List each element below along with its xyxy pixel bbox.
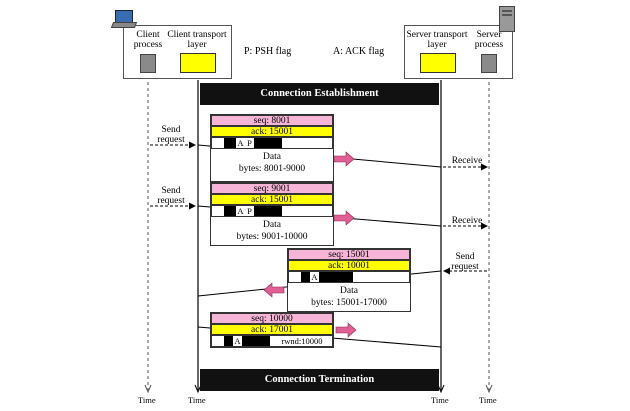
segment-2: seq: 9001 ack: 15001 A P Data bytes: 900… bbox=[210, 182, 334, 246]
receive-label-2: Receive bbox=[451, 216, 483, 226]
segment-1-ack: ack: 15001 bbox=[211, 126, 333, 137]
laptop-icon bbox=[110, 10, 138, 28]
segment-4: seq: 10000 ack: 17001 A rwnd:10000 bbox=[210, 312, 334, 348]
segment-1-bytes: bytes: 8001-9000 bbox=[238, 164, 306, 174]
segment-3-flags: A bbox=[288, 271, 410, 283]
segment-2-seq: seq: 9001 bbox=[211, 183, 333, 194]
segment-3-flag-a: A bbox=[310, 272, 319, 282]
segment-1: seq: 8001 ack: 15001 A P Data bytes: 800… bbox=[210, 114, 334, 182]
segment-1-seq: seq: 8001 bbox=[211, 115, 333, 126]
segment-1-flag-p: P bbox=[245, 138, 254, 148]
segment-4-ack: ack: 17001 bbox=[211, 324, 333, 335]
segment-1-flag-a: A bbox=[236, 138, 245, 148]
segment-4-flag-a: A bbox=[233, 336, 242, 346]
segment-2-bytes: bytes: 9001-10000 bbox=[236, 232, 308, 242]
client-transport-buffer bbox=[180, 53, 216, 73]
segment-4-seq: seq: 10000 bbox=[211, 313, 333, 324]
segment-2-flags: A P bbox=[211, 205, 333, 217]
ack-flag-legend: A: ACK flag bbox=[333, 46, 385, 57]
connection-termination-bar: Connection Termination bbox=[200, 369, 439, 391]
segment-1-flags: A P bbox=[211, 137, 333, 149]
time-label-server-transport: Time bbox=[431, 395, 449, 405]
segment-2-data: Data bbox=[263, 220, 281, 230]
segment-1-data: Data bbox=[263, 152, 281, 162]
psh-flag-legend: P: PSH flag bbox=[244, 46, 292, 57]
segment-4-rwnd: rwnd:10000 bbox=[274, 336, 330, 346]
segment-3-ack: ack: 10001 bbox=[288, 260, 410, 271]
server-tower-icon bbox=[499, 6, 515, 32]
segment-2-flag-p: P bbox=[245, 206, 254, 216]
segment-2-flag-a: A bbox=[236, 206, 245, 216]
time-label-client-transport: Time bbox=[188, 395, 206, 405]
client-process-document-icon bbox=[140, 54, 156, 73]
time-label-server-process: Time bbox=[479, 395, 497, 405]
segment-4-flags: A rwnd:10000 bbox=[211, 335, 333, 347]
segment-3-seq: seq: 15001 bbox=[288, 249, 410, 260]
connection-establishment-bar: Connection Establishment bbox=[200, 83, 439, 105]
receive-label-1: Receive bbox=[451, 156, 483, 166]
segment-3-data: Data bbox=[340, 286, 358, 296]
server-process-document-icon bbox=[481, 54, 497, 73]
segment-2-ack: ack: 15001 bbox=[211, 194, 333, 205]
time-label-client-process: Time bbox=[138, 395, 156, 405]
segment-3-bytes: bytes: 15001-17000 bbox=[311, 298, 387, 308]
server-transport-buffer bbox=[420, 53, 456, 73]
segment-3: seq: 15001 ack: 10001 A Data bytes: 1500… bbox=[287, 248, 411, 312]
